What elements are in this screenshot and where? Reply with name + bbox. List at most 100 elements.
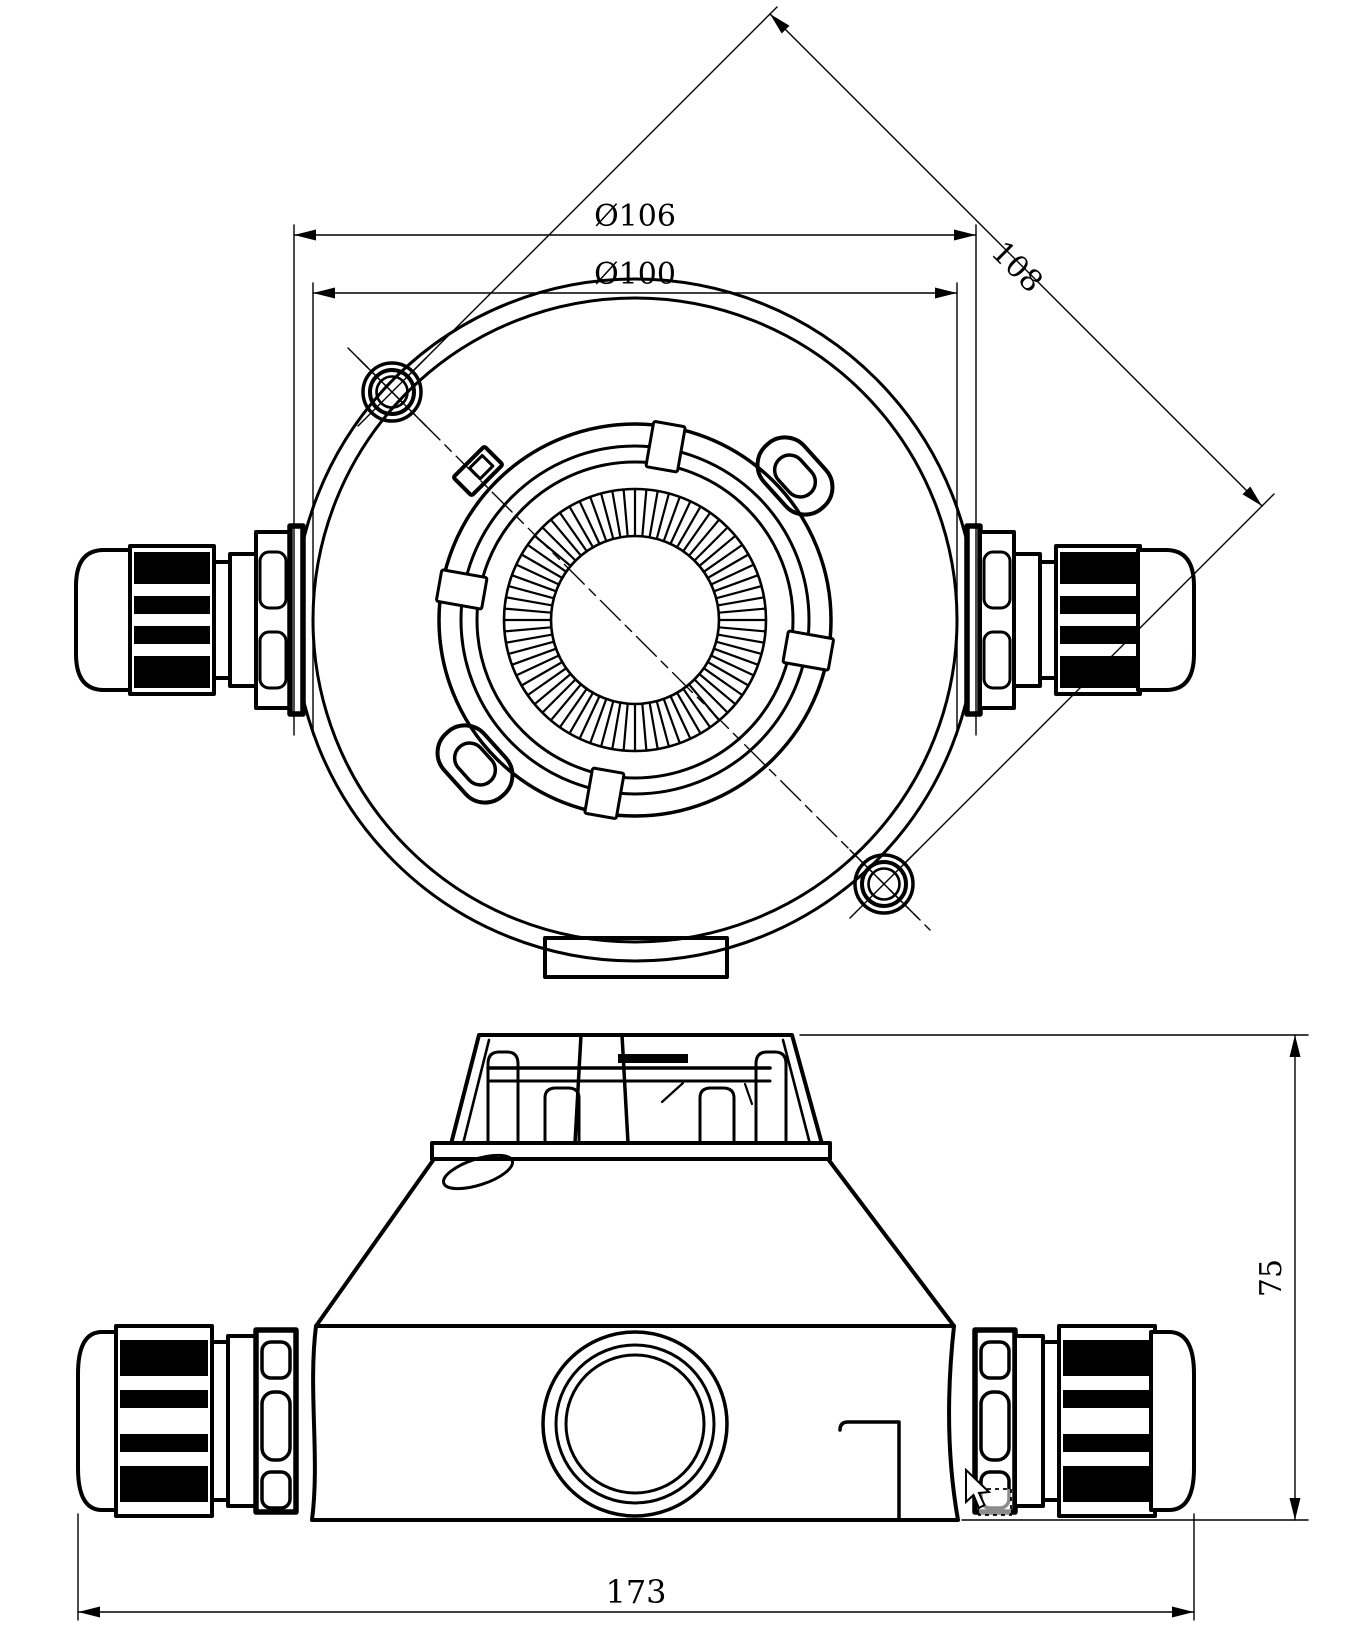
bayonet-ear-ne bbox=[755, 435, 835, 517]
shoulder-right bbox=[826, 1157, 956, 1328]
latch-key-detail bbox=[452, 445, 504, 497]
cage-post bbox=[620, 1033, 630, 1145]
rib-line bbox=[507, 640, 556, 656]
top-view[interactable] bbox=[74, 277, 1196, 979]
rib-line bbox=[641, 702, 648, 752]
arrowhead bbox=[935, 287, 957, 299]
extension-line bbox=[408, 6, 778, 376]
center-boss bbox=[541, 1330, 729, 1518]
cage-post bbox=[573, 1033, 583, 1145]
wire-loop-tag bbox=[442, 1153, 514, 1191]
rib-line bbox=[515, 563, 561, 586]
dome-wall-inner-left bbox=[461, 1038, 491, 1146]
rib-line bbox=[655, 699, 671, 748]
rib-line bbox=[578, 500, 601, 546]
rib-line bbox=[698, 672, 737, 706]
dome-slot bbox=[618, 1054, 688, 1063]
rib-line bbox=[709, 654, 755, 677]
cable-gland-right-top-view bbox=[964, 523, 1196, 717]
rib-line bbox=[693, 678, 729, 714]
dome-wall-inner-right bbox=[781, 1038, 812, 1146]
arrowhead bbox=[770, 14, 790, 34]
bayonet-ring-inner bbox=[475, 460, 795, 780]
rib-line bbox=[526, 543, 568, 573]
junction-box-body bbox=[310, 1324, 960, 1522]
gland-step bbox=[1041, 1340, 1061, 1502]
rib-line bbox=[693, 526, 729, 562]
dimension-108[interactable]: 108 bbox=[408, 6, 1275, 867]
cage-detail-line bbox=[660, 1081, 685, 1104]
locknut-window bbox=[982, 630, 1012, 690]
door-notch bbox=[838, 1420, 901, 1520]
cage-post bbox=[543, 1086, 581, 1145]
dimension-173[interactable]: 173 bbox=[77, 1513, 1195, 1621]
bayonet-ring-mid bbox=[459, 444, 811, 796]
rib-line bbox=[578, 694, 601, 740]
rib-line bbox=[702, 543, 744, 573]
gland-step bbox=[1038, 560, 1058, 680]
dimension-dia-106[interactable]: Ø106 bbox=[293, 199, 977, 736]
rib-line bbox=[675, 505, 702, 549]
locknut-window bbox=[979, 1390, 1011, 1462]
rib-line bbox=[622, 488, 629, 538]
dimension-label-108: 108 bbox=[984, 235, 1049, 300]
gland-cylinder bbox=[226, 1334, 258, 1508]
gland-step bbox=[212, 560, 232, 680]
dimension-75[interactable]: 75 bbox=[799, 1034, 1309, 1521]
rib-line bbox=[622, 702, 629, 752]
rib-line bbox=[520, 660, 564, 687]
dimension-label-173: 173 bbox=[605, 1573, 666, 1611]
rib-line bbox=[507, 584, 556, 600]
rib-line bbox=[682, 511, 712, 553]
locknut-window bbox=[260, 1390, 292, 1462]
locknut-window bbox=[982, 550, 1012, 610]
rib-line bbox=[706, 660, 750, 687]
rib-line bbox=[520, 553, 564, 580]
rib-line bbox=[589, 495, 608, 543]
rib-line bbox=[549, 683, 583, 722]
rib-line bbox=[717, 626, 767, 633]
gland-step bbox=[210, 1340, 230, 1502]
arrowhead bbox=[1289, 1498, 1301, 1520]
rib-line bbox=[698, 534, 737, 568]
gland-cap bbox=[76, 1330, 122, 1512]
arrowhead bbox=[1242, 486, 1262, 506]
arrowhead bbox=[954, 229, 976, 241]
locknut-window bbox=[979, 1340, 1011, 1380]
shoulder-left bbox=[314, 1157, 436, 1328]
rib-line bbox=[702, 667, 744, 697]
rib-line bbox=[716, 596, 766, 607]
rib-line bbox=[510, 647, 558, 666]
locknut-window bbox=[258, 550, 288, 610]
rib-line bbox=[648, 701, 659, 751]
rib-line bbox=[558, 511, 588, 553]
gland-knurl-bands bbox=[1063, 1340, 1151, 1502]
cable-gland-left-side-view bbox=[76, 1324, 299, 1518]
rib-line bbox=[669, 500, 692, 546]
locknut-window bbox=[258, 630, 288, 690]
rib-line bbox=[709, 563, 755, 586]
extension-line bbox=[901, 493, 1275, 867]
rib-line bbox=[648, 489, 659, 539]
cage-post bbox=[486, 1050, 520, 1145]
rib-line bbox=[503, 607, 553, 614]
cage-post bbox=[754, 1050, 788, 1145]
cable-gland-left-top-view bbox=[74, 523, 306, 717]
rib-line bbox=[533, 672, 572, 706]
rib-line bbox=[504, 596, 554, 607]
rib-line bbox=[515, 654, 561, 677]
rib-line bbox=[611, 701, 622, 751]
rib-line bbox=[549, 518, 583, 557]
rib-line bbox=[558, 687, 588, 729]
detector-head bbox=[449, 1033, 824, 1146]
rib-line bbox=[568, 505, 595, 549]
arrow-pointer-icon bbox=[965, 1467, 992, 1510]
dimension-line bbox=[769, 13, 1263, 507]
bayonet-ring-outer bbox=[437, 422, 833, 818]
gland-cap bbox=[74, 548, 134, 692]
side-view[interactable] bbox=[76, 1033, 1196, 1522]
dimension-dia-100[interactable]: Ø100 bbox=[312, 257, 958, 736]
bayonet-tab bbox=[435, 568, 489, 611]
